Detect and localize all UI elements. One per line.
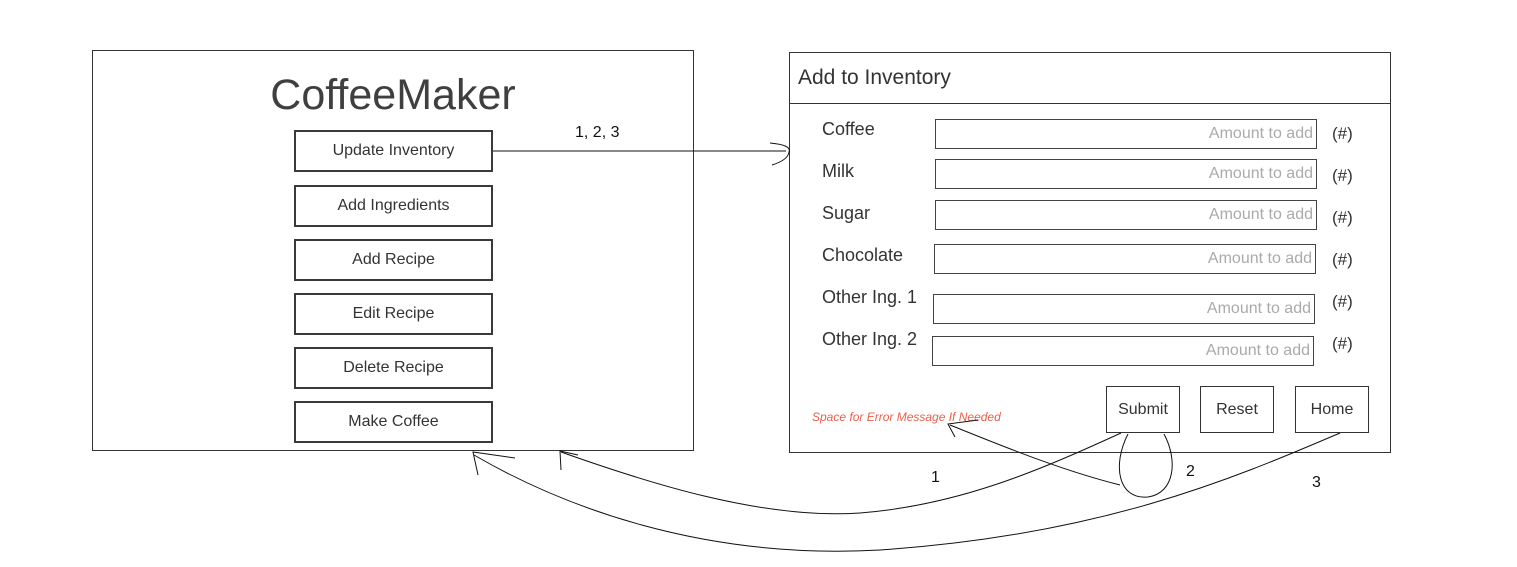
delete-recipe-button[interactable]: Delete Recipe xyxy=(294,347,493,389)
other-ing-2-unit: (#) xyxy=(1332,334,1353,353)
update-inventory-button[interactable]: Update Inventory xyxy=(294,130,493,172)
flow-arrow-submit-home xyxy=(560,432,1122,515)
coffee-amount-input[interactable]: Amount to add xyxy=(935,119,1317,149)
sugar-unit: (#) xyxy=(1332,208,1353,227)
flow-label-submit-error: 2 xyxy=(1186,463,1195,480)
flow-arrowhead-submit-home xyxy=(559,450,579,471)
flow-arrow-error-message xyxy=(949,424,1121,486)
flow-arrowhead-update-inventory xyxy=(769,142,790,166)
edit-recipe-button[interactable]: Edit Recipe xyxy=(294,293,493,335)
flow-arrow-submit-error xyxy=(1118,433,1173,498)
other-ing-1-unit: (#) xyxy=(1332,292,1353,311)
sugar-amount-input[interactable]: Amount to add xyxy=(935,200,1317,230)
chocolate-unit: (#) xyxy=(1332,250,1353,269)
chocolate-label: Chocolate xyxy=(822,245,904,265)
add-ingredients-button[interactable]: Add Ingredients xyxy=(294,185,493,227)
reset-button[interactable]: Reset xyxy=(1200,386,1274,433)
milk-unit: (#) xyxy=(1332,166,1353,185)
other-ing-2-label: Other Ing. 2 xyxy=(822,329,918,349)
error-message: Space for Error Message If Needed xyxy=(812,410,1001,424)
flow-label-submit-home: 1 xyxy=(931,469,940,486)
home-button[interactable]: Home xyxy=(1295,386,1369,433)
other-ing-1-label: Other Ing. 1 xyxy=(822,287,918,307)
coffee-label: Coffee xyxy=(822,119,875,139)
flow-label-update-inventory: 1, 2, 3 xyxy=(575,124,620,141)
other-ing-2-amount-input[interactable]: Amount to add xyxy=(932,336,1314,366)
coffeemaker-home-screen: CoffeeMaker Update Inventory Add Ingredi… xyxy=(92,50,694,451)
submit-button[interactable]: Submit xyxy=(1106,386,1180,433)
other-ing-1-amount-input[interactable]: Amount to add xyxy=(933,294,1315,324)
flow-arrow-home-return xyxy=(473,432,1341,552)
sugar-label: Sugar xyxy=(822,203,871,223)
flow-arrowhead-error-message xyxy=(947,419,979,438)
app-title: CoffeeMaker xyxy=(270,71,516,119)
flow-arrowhead-home-return xyxy=(472,451,516,476)
make-coffee-button[interactable]: Make Coffee xyxy=(294,401,493,443)
coffee-unit: (#) xyxy=(1332,124,1353,143)
milk-label: Milk xyxy=(822,161,854,181)
inventory-title: Add to Inventory xyxy=(790,53,1390,104)
add-recipe-button[interactable]: Add Recipe xyxy=(294,239,493,281)
add-inventory-screen: Add to Inventory Coffee Amount to add (#… xyxy=(789,52,1391,453)
milk-amount-input[interactable]: Amount to add xyxy=(935,159,1317,189)
flow-label-home-return: 3 xyxy=(1312,474,1321,491)
chocolate-amount-input[interactable]: Amount to add xyxy=(934,244,1316,274)
